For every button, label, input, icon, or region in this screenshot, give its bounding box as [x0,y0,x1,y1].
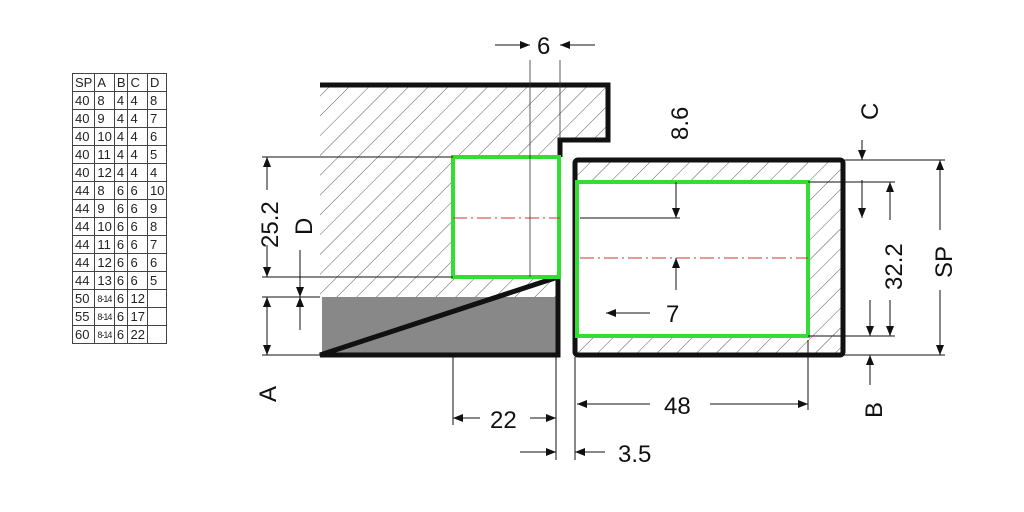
table-cell: 11 [94,145,115,164]
label-a: A [255,386,282,402]
table-cell: 9 [94,109,115,128]
table-cell: 40 [71,91,96,110]
table-cell [146,325,168,344]
table-cell: 10 [146,181,168,200]
table-cell: 17 [127,307,148,326]
left-part-fill [322,297,558,355]
label-d: D [291,218,318,235]
label-sp: SP [931,246,958,278]
dim-left-height: 25.2 [257,201,284,248]
table-cell: 12 [94,253,115,272]
column-header: SP [71,73,96,92]
table-cell: 10 [94,217,115,236]
table-cell: 40 [71,145,96,164]
dim-notch: 8.6 [667,107,694,140]
table-cell: 44 [71,253,96,272]
dim-top-gap: 6 [537,33,550,60]
table-cell: 44 [71,217,96,236]
label-b: B [861,402,888,418]
dim-left-width: 22 [490,407,517,434]
label-c: C [857,103,884,120]
right-green-profile [575,180,810,338]
table-cell: 40 [71,127,96,146]
dimension-lines [262,41,945,460]
left-part-outline [319,82,611,358]
dim-offset: 7 [666,301,679,328]
table-cell: 12 [127,289,148,308]
table-cell: 8 [146,217,168,236]
table-cell: 8-14 [94,325,115,344]
table-cell: 13 [94,271,115,290]
dim-right-inner: 32.2 [881,243,908,290]
dim-right-width: 48 [664,393,691,420]
table-cell: 22 [127,325,148,344]
left-part-hatch [320,85,608,297]
table-cell: 8-14 [94,289,115,308]
dim-gap: 3.5 [618,441,651,468]
table-cell: 5 [146,271,168,290]
left-green-profile [451,155,561,279]
